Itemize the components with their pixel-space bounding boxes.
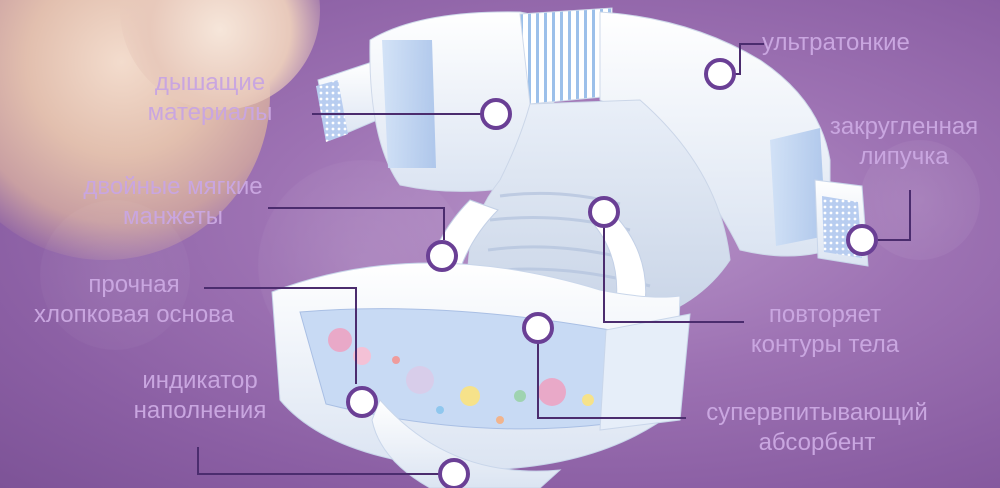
marker-cuffs [428,242,456,270]
label-indicator-line2: наполнения [100,396,300,426]
marker-ultrathin [706,60,734,88]
marker-absorbent [524,314,552,342]
label-contours-line2: контуры тела [730,330,920,360]
label-breathable-materials: дышащие материалы [110,68,310,128]
label-cuffs-line2: манжеты [58,202,288,232]
label-wetness-indicator: индикатор наполнения [100,366,300,426]
label-breathable-line1: дышащие [110,68,310,98]
marker-indicator [348,388,376,416]
label-absorbent-line2: абсорбент [682,428,952,458]
label-base-line2: хлопковая основа [6,300,262,330]
label-cuffs-line1: двойные мягкие [58,172,288,202]
label-rounded-fastener: закругленная липучка [808,112,1000,172]
marker-breathable [482,100,510,128]
label-base-line1: прочная [6,270,262,300]
label-indicator-line1: индикатор [100,366,300,396]
label-fastener-line1: закругленная [808,112,1000,142]
marker-contours [590,198,618,226]
label-fastener-line2: липучка [808,142,1000,172]
label-super-absorbent: супервпитывающий абсорбент [682,398,952,458]
label-body-contours: повторяет контуры тела [730,300,920,360]
label-cotton-base: прочная хлопковая основа [6,270,262,330]
marker-base [440,460,468,488]
label-ultrathin: ультратонкие [762,28,972,58]
label-contours-line1: повторяет [730,300,920,330]
label-ultrathin-line1: ультратонкие [762,28,972,58]
label-breathable-line2: материалы [110,98,310,128]
waist-elastic [520,8,612,104]
label-absorbent-line1: супервпитывающий [682,398,952,428]
label-double-soft-cuffs: двойные мягкие манжеты [58,172,288,232]
marker-fastener [848,226,876,254]
